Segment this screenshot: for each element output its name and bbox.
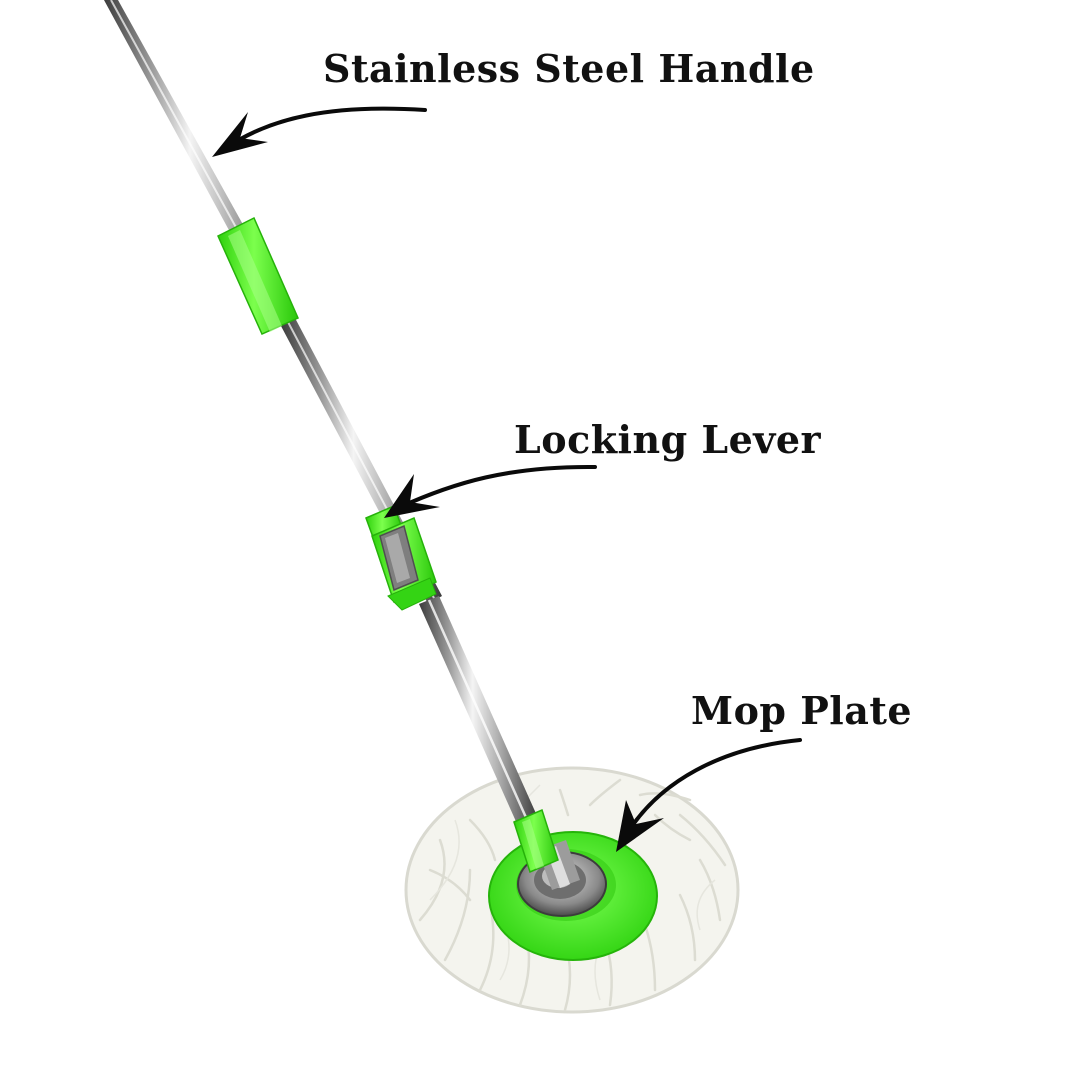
curved-arrow-icon (384, 464, 597, 518)
neck-collar (513, 808, 559, 874)
callout-locking-lever: Locking Lever (514, 417, 822, 462)
steel-handle (104, 0, 580, 890)
curved-arrow-icon (616, 738, 802, 852)
green-grip-sleeve (217, 216, 299, 335)
mop-plate (488, 831, 658, 961)
callout-mop-plate: Mop Plate (691, 688, 913, 733)
curved-arrow-icon (212, 106, 427, 157)
callout-stainless-steel-handle: Stainless Steel Handle (323, 46, 815, 91)
